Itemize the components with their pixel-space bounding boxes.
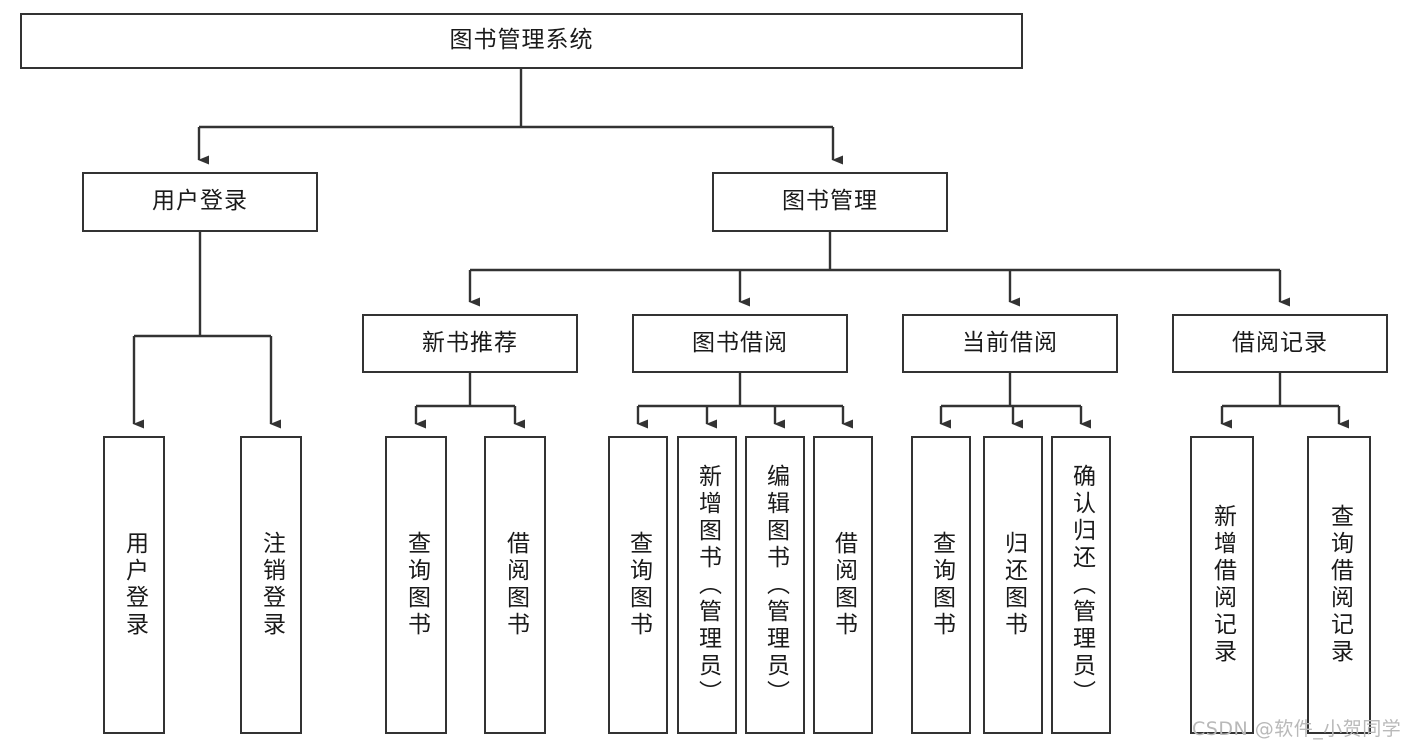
leaf-node[interactable]: 归还图书 [983, 436, 1043, 734]
node-book-borrow[interactable]: 图书借阅 [632, 314, 848, 373]
node-label: 图书管理系统 [449, 27, 594, 54]
node-label: 用户登录 [152, 188, 248, 215]
leaf-node[interactable]: 查询图书 [608, 436, 668, 734]
node-label: 查询图书 [625, 531, 652, 639]
leaf-node[interactable]: 查询图书 [911, 436, 971, 734]
leaf-node[interactable]: 查询借阅记录 [1307, 436, 1371, 734]
node-label: 查询借阅记录 [1326, 504, 1353, 666]
node-label: 借阅记录 [1232, 329, 1328, 356]
node-label: 借阅图书 [502, 531, 529, 639]
node-current-borrow[interactable]: 当前借阅 [902, 314, 1118, 373]
node-label: 注销登录 [258, 531, 285, 639]
node-label: 新增借阅记录 [1209, 504, 1236, 666]
leaf-node[interactable]: 注销登录 [240, 436, 302, 734]
leaf-node[interactable]: 新增借阅记录 [1190, 436, 1254, 734]
node-new-book-recommend[interactable]: 新书推荐 [362, 314, 578, 373]
node-label: 借阅图书 [830, 531, 857, 639]
node-label: 编辑图书（管理员） [762, 463, 789, 707]
csdn-watermark: CSDN @软件_小贺同学 [1192, 718, 1402, 740]
leaf-node[interactable]: 借阅图书 [484, 436, 546, 734]
leaf-node[interactable]: 确认归还（管理员） [1051, 436, 1111, 734]
node-label: 当前借阅 [962, 329, 1058, 356]
leaf-node[interactable]: 用户登录 [103, 436, 165, 734]
node-borrow-record[interactable]: 借阅记录 [1172, 314, 1388, 373]
node-label: 查询图书 [403, 531, 430, 639]
node-label: 图书管理 [782, 188, 878, 215]
node-label: 查询图书 [928, 531, 955, 639]
leaf-node[interactable]: 新增图书（管理员） [677, 436, 737, 734]
node-label: 用户登录 [121, 531, 148, 639]
node-book-management[interactable]: 图书管理 [712, 172, 948, 232]
node-root-system[interactable]: 图书管理系统 [20, 13, 1023, 69]
node-label: 图书借阅 [692, 329, 788, 356]
node-label: 新增图书（管理员） [694, 463, 721, 707]
node-label: 确认归还（管理员） [1068, 463, 1095, 707]
node-label: 新书推荐 [422, 329, 518, 356]
node-label: 归还图书 [1000, 531, 1027, 639]
leaf-node[interactable]: 查询图书 [385, 436, 447, 734]
leaf-node[interactable]: 编辑图书（管理员） [745, 436, 805, 734]
node-user-login[interactable]: 用户登录 [82, 172, 318, 232]
leaf-node[interactable]: 借阅图书 [813, 436, 873, 734]
